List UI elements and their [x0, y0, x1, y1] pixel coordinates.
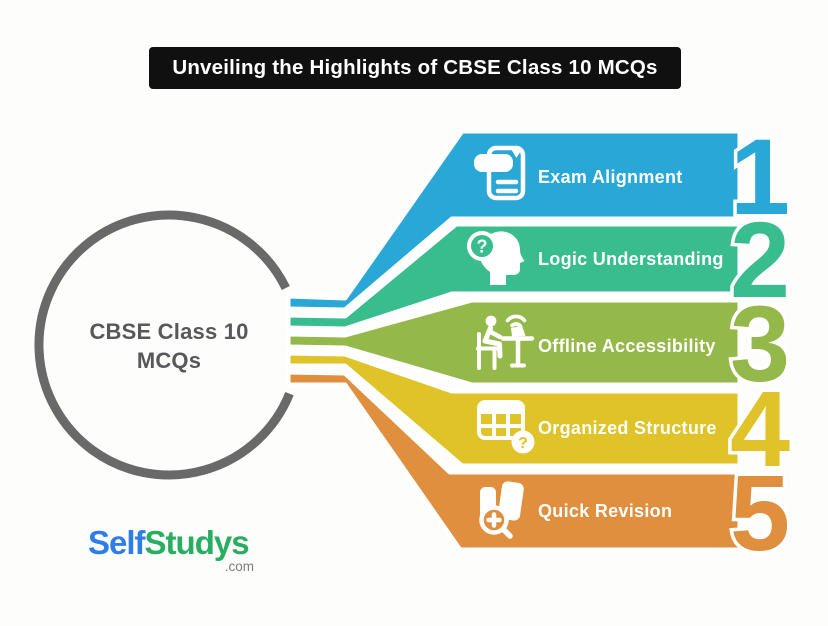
- exam-sheet-icon: [474, 145, 526, 201]
- banner-shape-2: [285, 221, 743, 332]
- hub-label-line1: CBSE Class 10: [89, 319, 249, 344]
- page-title: Unveiling the Highlights of CBSE Class 1…: [149, 47, 681, 89]
- book-magnifier-plus-icon: [479, 481, 524, 539]
- question-mark-glyph: ?: [518, 435, 528, 452]
- banner-label-exam-alignment: Exam Alignment: [538, 167, 683, 187]
- question-mark-glyph: ?: [477, 237, 488, 257]
- person-desk-wifi-icon: [476, 314, 535, 370]
- logo-part-studys: Studys: [144, 524, 250, 561]
- banner-number-4: 4: [730, 368, 790, 489]
- banner-label-organized-structure: Organized Structure: [538, 418, 717, 438]
- banner-shape-5: [285, 369, 743, 553]
- table-question-icon: ?: [477, 400, 535, 454]
- banner-shape-1: [285, 128, 743, 313]
- banner-number-2: 2: [730, 199, 790, 320]
- banner-label-offline-accessibility: Offline Accessibility: [538, 336, 716, 356]
- banner-label-logic-understanding: Logic Understanding: [538, 249, 724, 269]
- head-magnifier-question-icon: ?: [467, 231, 525, 285]
- selfstudys-logo: SelfStudys .com: [88, 524, 254, 574]
- banner-number-5: 5: [730, 452, 790, 573]
- banner-number-3: 3: [730, 283, 790, 404]
- banner-number-1: 1: [730, 116, 790, 237]
- hub-label: CBSE Class 10 MCQs: [58, 317, 280, 375]
- banner-label-quick-revision: Quick Revision: [538, 501, 673, 521]
- hub-label-line2: MCQs: [136, 348, 202, 373]
- logo-suffix: .com: [224, 559, 254, 574]
- hub-circle: [34, 210, 294, 480]
- logo-part-self: Self: [88, 524, 146, 561]
- banner-shape-3: [285, 297, 743, 388]
- logo-wordmark: SelfStudys: [88, 524, 254, 562]
